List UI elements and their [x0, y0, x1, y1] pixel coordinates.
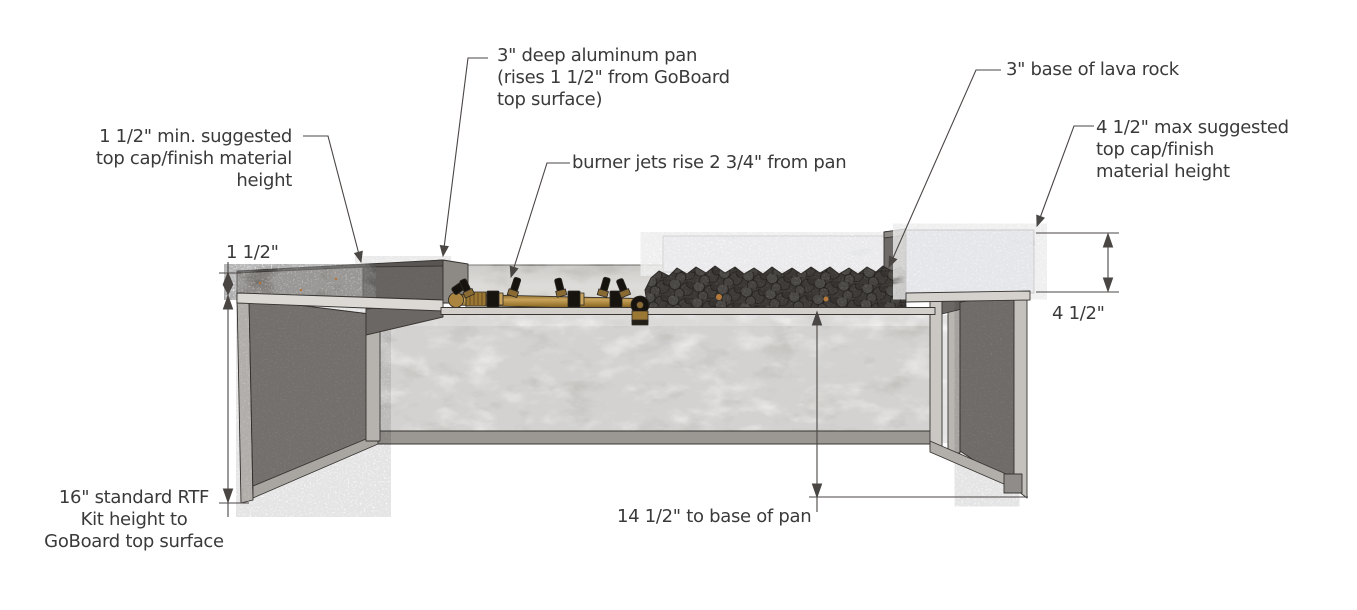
dim-label-kit-height: 16" standard RTF Kit height to GoBoard t… — [44, 487, 224, 552]
dim-label-cap-max-thickness: 4 1/2" — [1052, 303, 1105, 324]
far-top-cap — [662, 235, 885, 273]
dim-cap-thickness — [219, 262, 241, 296]
leader-cap-max — [1036, 125, 1094, 228]
leader-lines — [303, 57, 1094, 279]
goboard-back-panel — [377, 312, 936, 445]
pan-front-rim — [440, 307, 936, 315]
left-top-cap — [236, 259, 444, 312]
lava-rocks — [644, 265, 907, 310]
callout-lava-rock: 3" base of lava rock — [1006, 59, 1179, 80]
counter-frame — [236, 290, 1028, 504]
right-top-cap — [905, 229, 1035, 294]
leader-aluminum-pan — [439, 57, 488, 258]
right-end-panel — [929, 290, 1028, 499]
burner-jet — [616, 278, 632, 299]
dim-label-cap-thickness: 1 1/2" — [226, 242, 279, 263]
right-goboard-strip — [905, 290, 1031, 303]
burner-jet — [596, 276, 611, 298]
callout-cap-min: 1 1/2" min. suggested top cap/finish mat… — [95, 126, 292, 191]
cap-granite-face — [236, 266, 364, 298]
leader-lava-rock — [888, 69, 1001, 269]
burner-jet — [459, 278, 475, 299]
callout-burner-jets: burner jets rise 2 3/4" from pan — [572, 152, 847, 173]
dim-cap-max-thickness — [1036, 232, 1119, 293]
left-end-panel — [236, 294, 381, 504]
leader-cap-min — [303, 135, 363, 264]
callout-cap-max: 4 1/2" max suggested top cap/finish mate… — [1096, 117, 1289, 182]
burner-jet — [554, 277, 568, 298]
burner-tee-drop — [630, 295, 650, 326]
dim-pan-base-depth — [809, 310, 1028, 512]
burner-jet — [506, 276, 522, 298]
dim-label-pan-base-depth: 14 1/2" to base of pan — [617, 506, 812, 527]
callout-aluminum-pan: 3" deep aluminum pan (rises 1 1/2" from … — [497, 45, 730, 110]
leader-burner-jets — [509, 162, 570, 279]
dimension-lines — [219, 232, 1119, 517]
dim-kit-height — [219, 294, 249, 517]
